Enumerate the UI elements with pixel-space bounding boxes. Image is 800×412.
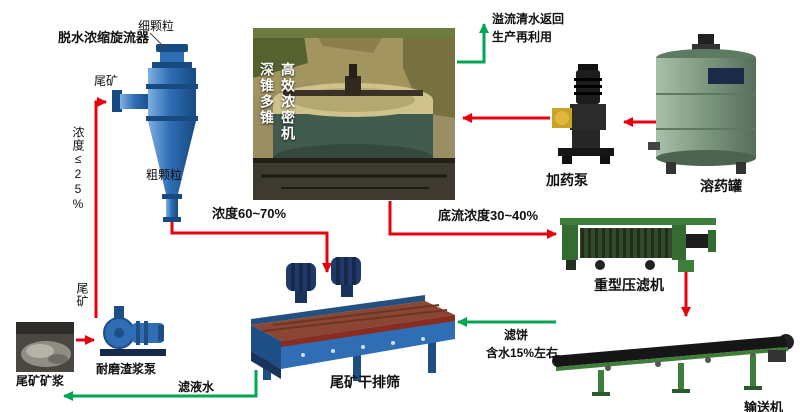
arrow-overflow-water-return bbox=[457, 23, 489, 64]
slurry-photo-label: 尾矿矿浆 bbox=[16, 374, 65, 388]
filter-cake-label-line1: 滤饼 bbox=[504, 328, 529, 342]
dosing-pump-figure bbox=[552, 64, 620, 166]
filter-press-label: 重型压滤机 bbox=[594, 277, 664, 293]
screen-motor-right bbox=[331, 257, 361, 297]
arrow-pump-to-cyclone bbox=[94, 97, 107, 318]
solution-tank-figure bbox=[648, 34, 763, 176]
conveyor-drawing bbox=[552, 334, 794, 396]
coarse-particles-label: 粗颗粒 bbox=[146, 168, 183, 182]
screen-motor-left bbox=[286, 263, 316, 303]
overflow-return-label-line2: 生产再利用 bbox=[492, 30, 553, 44]
cyclone-feed-concentration-label: 浓度≤25% bbox=[71, 126, 85, 212]
slurry-photo-image bbox=[16, 322, 74, 372]
screen-feed-concentration-label: 浓度60~70% bbox=[212, 206, 287, 221]
cyclone-figure bbox=[112, 44, 222, 234]
thickener-name-column-1: 深锥多锥 bbox=[259, 62, 275, 126]
solution-tank-drawing bbox=[648, 34, 756, 174]
cyclone-feed-label: 尾矿 bbox=[94, 74, 119, 88]
solution-tank-label: 溶药罐 bbox=[700, 178, 742, 194]
tailings-line-label: 尾矿 bbox=[75, 282, 89, 308]
slurry-pump-figure bbox=[98, 306, 170, 358]
fine-particles-label: 细颗粒 bbox=[138, 19, 175, 33]
screen-drawing bbox=[251, 257, 455, 381]
screen-figure bbox=[233, 253, 468, 385]
thickener-name-column-2: 高效浓密机 bbox=[280, 62, 296, 142]
underflow-concentration-label: 底流浓度30~40% bbox=[438, 208, 539, 223]
filter-press-figure bbox=[560, 216, 720, 274]
thickener-photo: 深锥多锥 高效浓密机 bbox=[253, 28, 455, 200]
thickener-photo-image bbox=[253, 28, 455, 200]
cyclone-label: 脱水浓缩旋流器 bbox=[58, 30, 150, 45]
slurry-pump-drawing bbox=[100, 306, 166, 356]
overflow-return-label-line1: 溢流清水返回 bbox=[492, 12, 565, 26]
dosing-pump-drawing bbox=[552, 64, 614, 164]
filter-press-drawing bbox=[560, 218, 716, 272]
screen-label: 尾矿干排筛 bbox=[330, 374, 400, 390]
conveyor-label: 输送机 bbox=[744, 400, 784, 412]
arrow-screen-filtrate-return bbox=[63, 370, 258, 401]
conveyor-figure bbox=[548, 316, 796, 398]
filtrate-water-label: 滤液水 bbox=[178, 380, 215, 394]
dosing-pump-label: 加药泵 bbox=[546, 172, 588, 188]
filter-cake-label-line2: 含水15%左右 bbox=[486, 346, 559, 360]
cyclone-drawing bbox=[112, 44, 198, 222]
slurry-pump-label: 耐磨渣浆泵 bbox=[96, 362, 157, 376]
slurry-photo bbox=[16, 322, 74, 372]
